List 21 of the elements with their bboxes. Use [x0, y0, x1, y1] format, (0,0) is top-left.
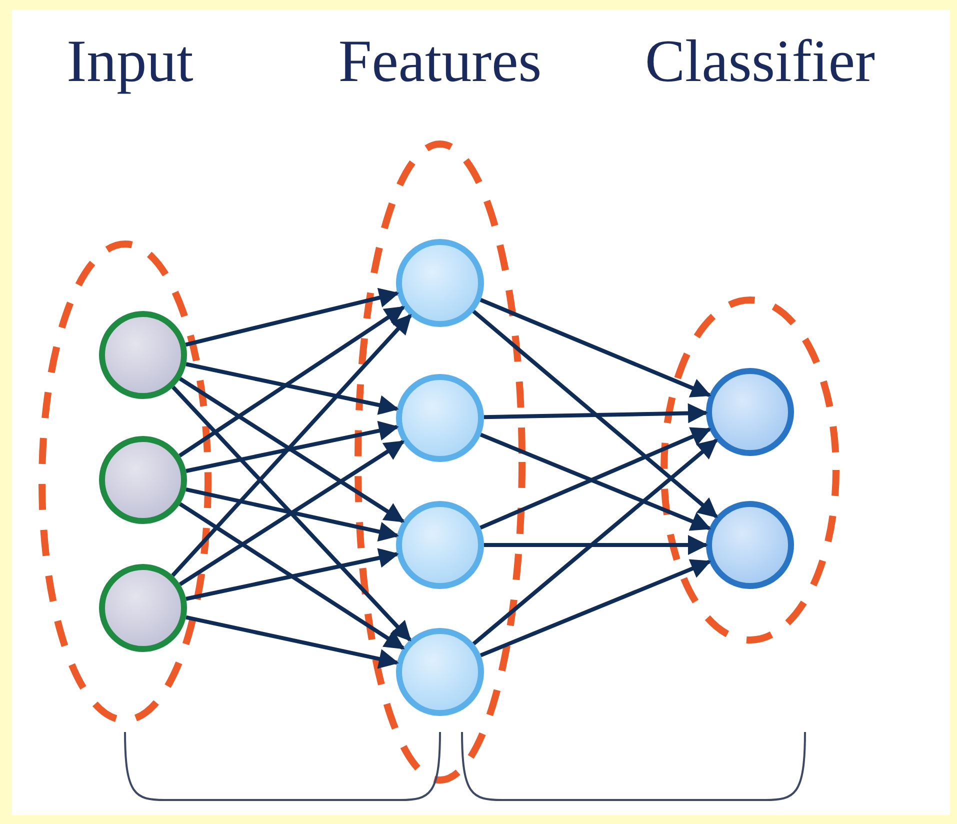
arrow [186, 487, 399, 542]
arrow [186, 615, 399, 669]
arrow [171, 314, 412, 577]
arrow [186, 420, 399, 473]
layer-heading: Input [66, 28, 194, 94]
arrow [480, 298, 712, 398]
arrow [186, 548, 399, 601]
layer-heading: Classifier [644, 28, 876, 94]
arrow [186, 362, 399, 415]
arrow [480, 559, 712, 658]
arrow [178, 502, 405, 650]
arrow [484, 403, 708, 424]
arrow [472, 310, 718, 518]
arrow [178, 440, 405, 586]
arrow [185, 288, 400, 347]
layer-heading: Features [337, 28, 543, 94]
arrow [484, 535, 708, 555]
arrow [178, 377, 405, 523]
arrow [178, 306, 405, 458]
arrow [172, 386, 412, 642]
arrow [472, 438, 718, 646]
